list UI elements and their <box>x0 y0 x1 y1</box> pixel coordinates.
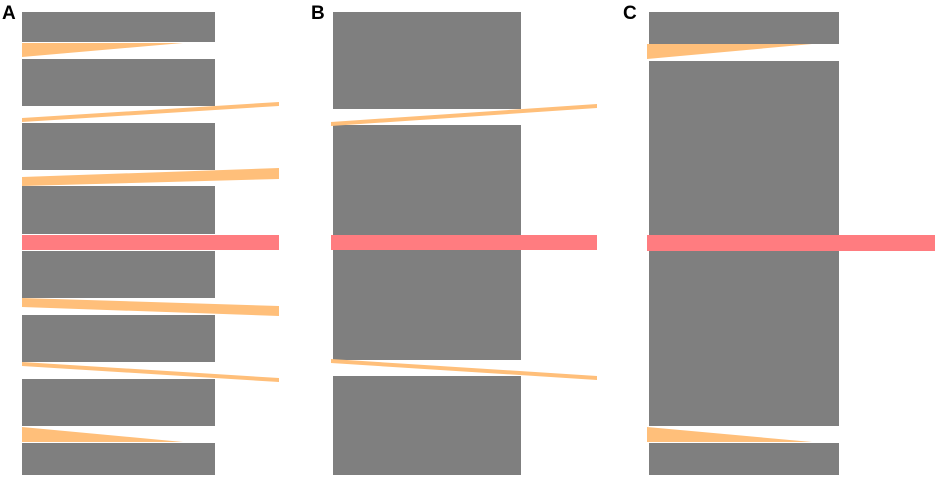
panel-c-center-bar <box>647 235 935 251</box>
panel-a-wedge-5 <box>22 362 279 382</box>
panel-a-center-bar <box>22 235 279 250</box>
panel-a-wedge-6 <box>22 427 183 442</box>
panel-b-label: B <box>311 3 325 24</box>
panel-a-label: A <box>2 3 16 24</box>
panel-a-segment-4 <box>22 186 215 234</box>
panel-c-segment-3 <box>649 250 839 426</box>
panel-c-label: C <box>623 3 637 24</box>
panel-b-segment-3 <box>333 250 521 360</box>
panel-a-segment-3 <box>22 123 215 170</box>
panel-b-wedge-1 <box>331 104 597 126</box>
panel-c-wedge-2 <box>647 427 812 442</box>
panel-a: A <box>2 3 279 475</box>
panel-b-segment-4 <box>333 376 521 475</box>
panel-c-segment-1 <box>649 12 839 44</box>
panel-b-segment-2 <box>333 125 521 235</box>
panel-a-segment-7 <box>22 379 215 426</box>
panel-b-center-bar <box>331 235 597 250</box>
panel-a-segment-1 <box>22 12 215 42</box>
panel-c: C <box>623 3 935 475</box>
panel-a-segment-5 <box>22 251 215 298</box>
panel-a-wedge-4 <box>22 298 279 316</box>
panel-b: B <box>311 3 597 475</box>
panel-a-wedge-2 <box>22 102 279 122</box>
panel-c-segment-4 <box>649 443 839 475</box>
panel-c-wedge-1 <box>647 44 812 59</box>
panel-a-segment-6 <box>22 315 215 362</box>
panel-a-wedge-3 <box>22 168 279 186</box>
panel-a-wedge-1 <box>22 43 183 57</box>
panel-a-segment-8 <box>22 443 215 475</box>
panel-b-segment-1 <box>333 12 521 109</box>
panel-c-segment-2 <box>649 61 839 235</box>
panel-b-wedge-2 <box>331 359 597 380</box>
panel-a-segment-2 <box>22 59 215 106</box>
